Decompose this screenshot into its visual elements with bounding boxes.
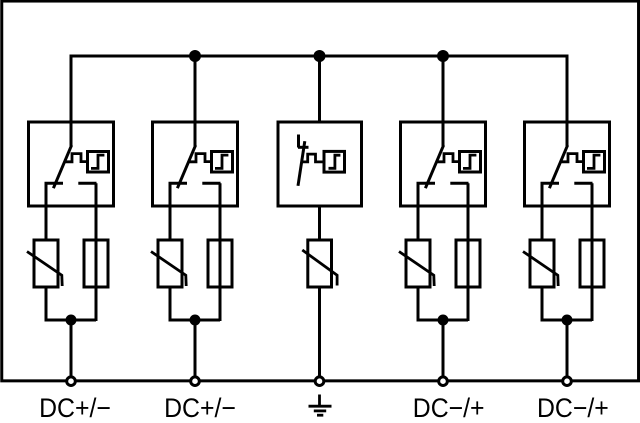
svg-text:DC+/−: DC+/− [39, 394, 111, 423]
svg-text:DC+/−: DC+/− [164, 394, 236, 423]
svg-text:DC−/+: DC−/+ [537, 394, 609, 423]
svg-text:DC−/+: DC−/+ [413, 394, 485, 423]
